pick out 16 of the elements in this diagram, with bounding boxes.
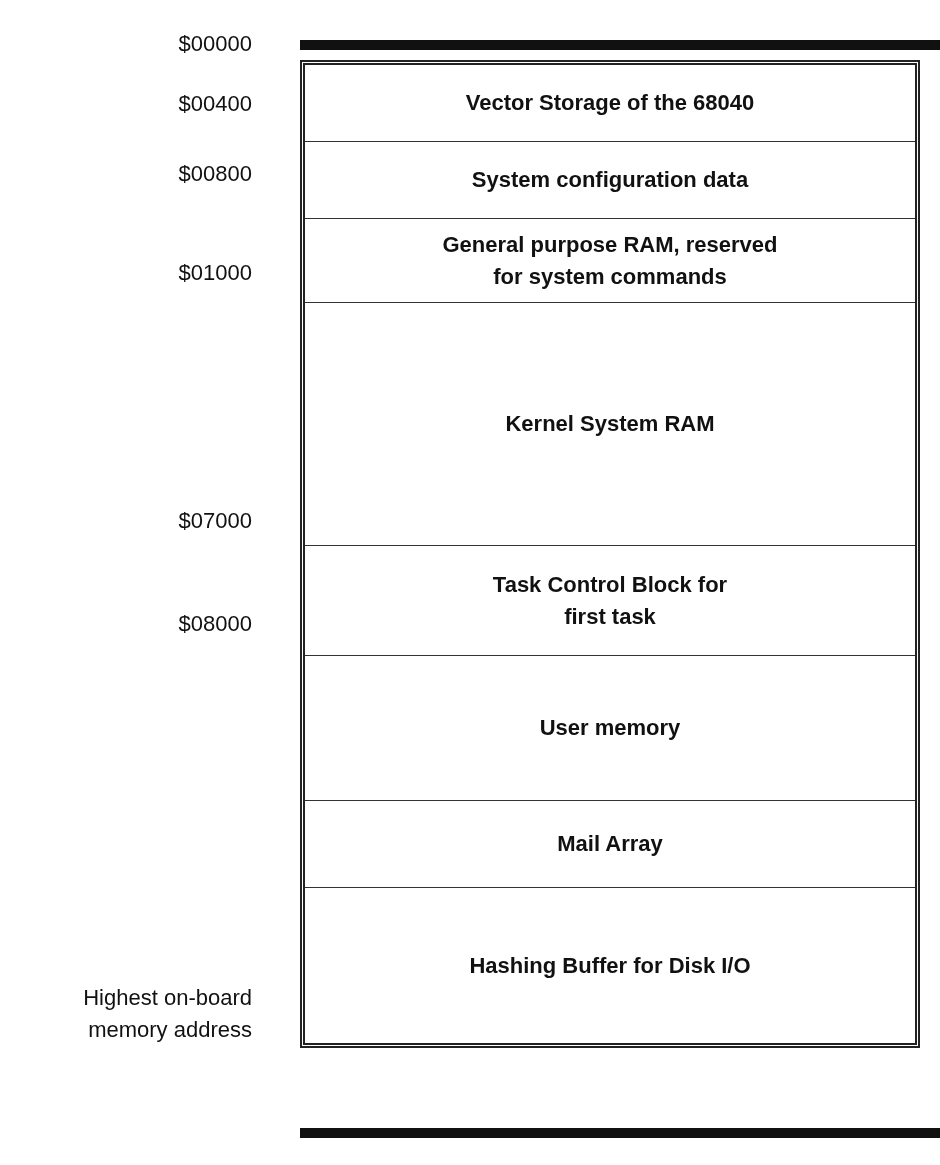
memory-region-label: Kernel System RAM (504, 410, 716, 439)
memory-region-label: Task Control Block for first task (491, 570, 729, 631)
address-label: $08000 (177, 610, 252, 638)
address-label: $01000 (177, 259, 252, 287)
memory-region-label: System configuration data (470, 166, 750, 195)
memory-region-label: General purpose RAM, reserved for system commands (441, 230, 779, 291)
memory-region-label: Mail Array (556, 830, 664, 859)
address-label: Highest on-board memory address (82, 984, 252, 1044)
memory-region-label: Hashing Buffer for Disk I/O (468, 951, 752, 980)
memory-region-label: User memory (538, 714, 682, 743)
address-label: $00400 (177, 90, 252, 118)
memory-region-label: Vector Storage of the 68040 (464, 89, 756, 118)
memory-map-frame (300, 60, 920, 1048)
address-label: $00800 (177, 160, 252, 188)
address-label: $00000 (177, 30, 252, 58)
address-label: $07000 (177, 507, 252, 535)
